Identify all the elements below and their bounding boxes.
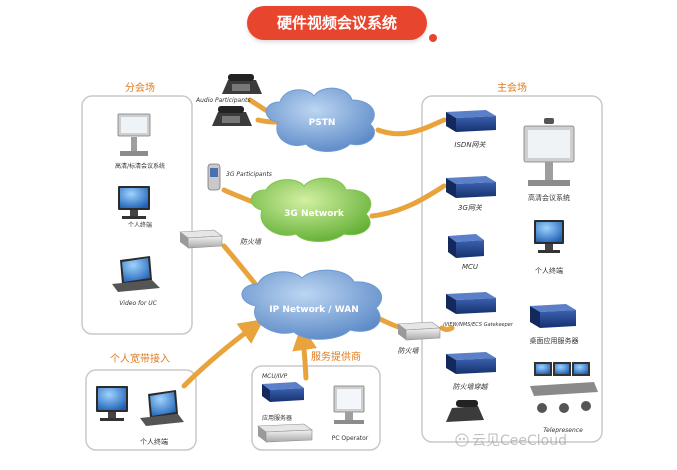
ip-network-label: IP Network / WAN (269, 305, 359, 315)
link-pstn-isdn (375, 117, 447, 137)
desktop-server-label: 桌面应用服务器 (530, 336, 579, 345)
g3-gateway-icon (446, 176, 496, 198)
mcu-ivp-device-icon (262, 382, 304, 402)
pstn-cloud: PSTN (265, 87, 375, 152)
branch-site-title: 分会场 (125, 81, 155, 94)
g3-participants-label: 3G Participants (226, 171, 272, 178)
home-access-title: 个人宽带接入 (110, 352, 170, 365)
mcu-label: MCU (462, 263, 478, 271)
mcu-device-icon (448, 234, 484, 258)
desktop-terminal-icon (96, 386, 128, 421)
firewall-device-icon (179, 229, 223, 249)
telepresence-label: Telepresence (543, 427, 583, 434)
mobile-phone-icon (207, 163, 221, 191)
app-server-label: 应用服务器 (262, 414, 292, 422)
g3-gateway-label: 3G网关 (458, 204, 483, 212)
fw-traversal-label: 防火墙穿越 (453, 383, 489, 391)
g3-cloud: 3G Network (250, 177, 372, 242)
gatekeeper-label: iVIEW/NMS/ECS Gatekeeper (443, 322, 514, 328)
ip-network-cloud: IP Network / WAN (241, 269, 383, 340)
firewall-device-icon (397, 321, 441, 341)
laptop-icon (112, 256, 160, 292)
hd-meeting-system-icon (523, 118, 575, 186)
desktop-server-icon (530, 304, 576, 328)
personal-terminal-main-label: 个人终端 (535, 266, 563, 275)
desk-phone-icon (222, 74, 262, 94)
home-terminal-label: 个人终端 (140, 437, 168, 446)
isdn-gateway-label: ISDN网关 (454, 141, 486, 149)
personal-terminal-label: 个人终端 (128, 221, 152, 229)
home-access-frame (85, 369, 197, 451)
hd-meeting-system-label: 高清会议系统 (528, 193, 570, 202)
pc-operator-label: PC Operator (332, 435, 369, 442)
firewall-left-label: 防火墙 (240, 238, 262, 246)
laptop-icon (140, 390, 184, 426)
audio-participants-label: Audio Participants (195, 97, 250, 104)
main-site-title: 主会场 (497, 81, 527, 94)
provider-frame (251, 365, 381, 451)
link-3g-3ggateway (369, 183, 447, 219)
desk-phone-icon (212, 106, 252, 126)
banner-dot-decoration (429, 34, 437, 42)
isdn-gateway-icon (446, 110, 496, 132)
app-server-icon (257, 423, 313, 443)
desktop-terminal-icon (118, 186, 150, 219)
desktop-terminal-icon (534, 220, 564, 253)
firewall-right-label: 防火墙 (398, 347, 420, 355)
link-home-ip (181, 319, 265, 389)
pc-operator-icon (333, 385, 365, 424)
video-for-uc-label: Video for UC (119, 300, 157, 307)
main-site-frame (421, 95, 603, 443)
hd-room-system-label: 高清/标清会议系统 (115, 162, 165, 170)
ip-phone-icon (446, 400, 484, 422)
telepresence-room-icon (530, 362, 598, 413)
watermark-text: 云见CeeCloud (472, 433, 567, 449)
diagram-title-banner: 硬件视频会议系统 (247, 6, 427, 40)
g3-label: 3G Network (284, 209, 345, 219)
link-fwright-main (439, 325, 455, 332)
pstn-label: PSTN (309, 118, 336, 128)
watermark: 云见CeeCloud (455, 433, 567, 449)
branch-site-frame (81, 95, 193, 335)
provider-title: 服务提供商 (311, 350, 361, 363)
mcu-ivp-label: MCU/IVP (262, 373, 288, 380)
fw-traversal-device-icon (446, 352, 496, 374)
room-system-icon (117, 113, 151, 156)
gatekeeper-device-icon (446, 292, 496, 314)
